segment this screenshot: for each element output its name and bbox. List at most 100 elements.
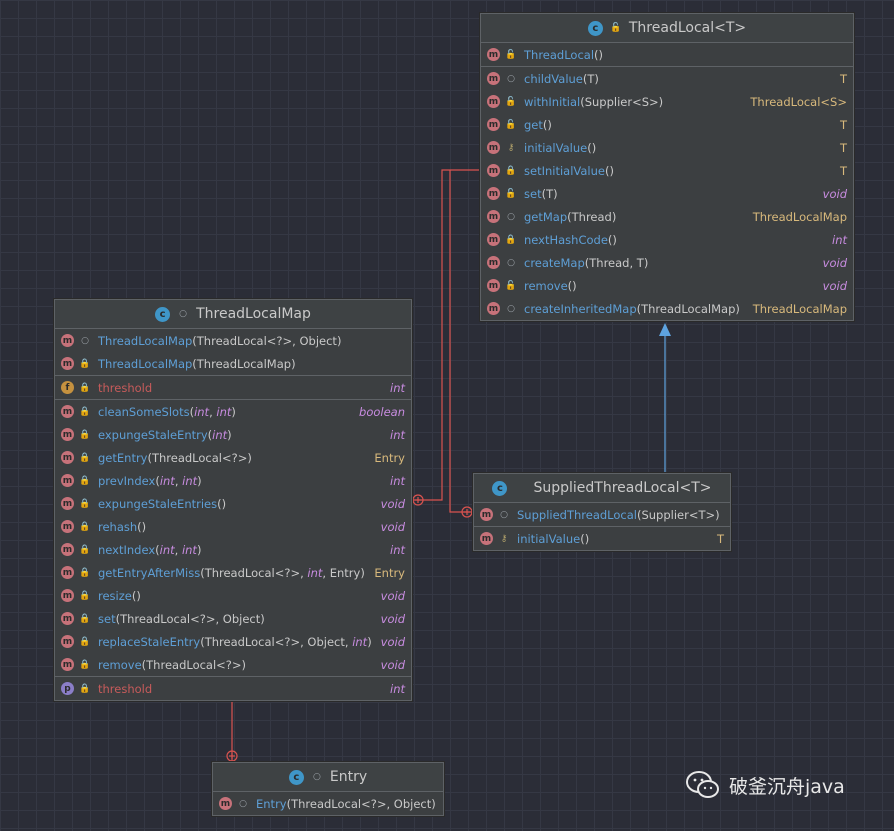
method-icon: m: [61, 451, 74, 464]
method-row-resize[interactable]: m🔒resize()void: [55, 584, 411, 607]
class-header[interactable]: c🔓ThreadLocal<T>: [481, 14, 853, 43]
method-row-remove[interactable]: m🔓remove()void: [481, 274, 853, 297]
return-type: int: [390, 473, 405, 488]
inheritance-arrowhead: [659, 323, 671, 336]
member-args: (ThreadLocalMap): [192, 356, 296, 371]
open-lock-icon: 🔓: [610, 23, 622, 33]
method-row-getmap[interactable]: m○getMap(Thread)ThreadLocalMap: [481, 205, 853, 228]
member-name: rehash: [98, 519, 138, 534]
method-row-replacestaleentry[interactable]: m🔒replaceStaleEntry(ThreadLocal<?>, Obje…: [55, 630, 411, 653]
member-name: createMap: [524, 255, 585, 270]
method-row-initialvalue[interactable]: m⚷initialValue()T: [474, 527, 730, 550]
return-type: void: [380, 519, 405, 534]
method-row-nexthashcode[interactable]: m🔒nextHashCode()int: [481, 228, 853, 251]
return-type: boolean: [359, 404, 405, 419]
member-args: (Supplier<T>): [636, 507, 720, 522]
return-type: void: [380, 611, 405, 626]
method-icon: m: [61, 357, 74, 370]
method-row-expungestaleentries[interactable]: m🔒expungeStaleEntries()void: [55, 492, 411, 515]
method-row-setinitialvalue[interactable]: m🔒setInitialValue()T: [481, 159, 853, 182]
return-type: void: [380, 588, 405, 603]
method-icon: m: [487, 187, 500, 200]
method-row-childvalue[interactable]: m○childValue(T)T: [481, 67, 853, 90]
member-section: m○ThreadLocalMap(ThreadLocal<?>, Object)…: [55, 329, 411, 376]
property-icon: p: [61, 682, 74, 695]
method-row-rehash[interactable]: m🔒rehash()void: [55, 515, 411, 538]
method-icon: m: [487, 141, 500, 154]
return-type: void: [380, 634, 405, 649]
method-icon: m: [487, 164, 500, 177]
method-row-getentryaftermiss[interactable]: m🔒getEntryAfterMiss(ThreadLocal<?>, int,…: [55, 561, 411, 584]
inner-class-marker: [226, 750, 238, 762]
return-type: T: [839, 140, 847, 155]
member-args: (int): [207, 427, 232, 442]
class-title: Entry: [329, 769, 368, 785]
package-dot-icon: ○: [500, 509, 508, 520]
return-type: void: [822, 278, 847, 293]
method-row-threadlocalmap[interactable]: m🔒ThreadLocalMap(ThreadLocalMap): [55, 352, 411, 375]
method-icon: m: [487, 48, 500, 61]
method-row-createinheritedmap[interactable]: m○createInheritedMap(ThreadLocalMap)Thre…: [481, 297, 853, 320]
method-row-nextindex[interactable]: m🔒nextIndex(int, int)int: [55, 538, 411, 561]
package-dot-icon: ○: [507, 303, 515, 314]
method-icon: m: [487, 256, 500, 269]
method-row-initialvalue[interactable]: m⚷initialValue()T: [481, 136, 853, 159]
class-title: ThreadLocalMap: [196, 306, 311, 322]
method-row-cleansomeslots[interactable]: m🔒cleanSomeSlots(int, int)boolean: [55, 400, 411, 423]
member-name: ThreadLocalMap: [98, 356, 193, 371]
return-type: void: [822, 186, 847, 201]
member-args: (int, int): [155, 542, 202, 557]
member-name: set: [98, 611, 116, 626]
field-icon: f: [61, 381, 74, 394]
member-name: ThreadLocalMap: [98, 333, 193, 348]
class-header[interactable]: c○Entry: [213, 763, 443, 792]
member-name: SuppliedThreadLocal: [517, 507, 637, 522]
method-row-getentry[interactable]: m🔒getEntry(ThreadLocal<?>)Entry: [55, 446, 411, 469]
lock-icon: 🔒: [79, 406, 91, 417]
lock-icon: 🔒: [505, 234, 517, 245]
member-name: getEntry: [98, 450, 148, 465]
class-header[interactable]: c○ThreadLocalMap: [55, 300, 411, 329]
return-type: int: [390, 380, 405, 395]
member-name: prevIndex: [98, 473, 156, 488]
method-row-remove[interactable]: m🔒remove(ThreadLocal<?>)void: [55, 653, 411, 676]
method-row-expungestaleentry[interactable]: m🔒expungeStaleEntry(int)int: [55, 423, 411, 446]
method-row-createmap[interactable]: m○createMap(Thread, T)void: [481, 251, 853, 274]
member-args: (): [131, 588, 141, 603]
member-section: m○Entry(ThreadLocal<?>, Object): [213, 792, 443, 815]
member-name: get: [524, 117, 543, 132]
method-row-threadlocalmap[interactable]: m○ThreadLocalMap(ThreadLocal<?>, Object): [55, 329, 411, 352]
method-icon: m: [487, 279, 500, 292]
method-row-get[interactable]: m🔓get()T: [481, 113, 853, 136]
lock-icon: 🔒: [79, 382, 91, 393]
member-name: threshold: [98, 681, 153, 696]
method-icon: m: [61, 497, 74, 510]
return-type: Entry: [374, 450, 405, 465]
class-box-threadlocal[interactable]: c🔓ThreadLocal<T>m🔓ThreadLocal()m○childVa…: [480, 13, 854, 321]
method-icon: m: [61, 405, 74, 418]
return-type: ThreadLocalMap: [752, 301, 847, 316]
method-row-withinitial[interactable]: m🔓withInitial(Supplier<S>)ThreadLocal<S>: [481, 90, 853, 113]
method-row-set[interactable]: m🔓set(T)void: [481, 182, 853, 205]
method-row-threadlocal[interactable]: m🔓ThreadLocal(): [481, 43, 853, 66]
method-row-entry[interactable]: m○Entry(ThreadLocal<?>, Object): [213, 792, 443, 815]
class-icon: c: [492, 480, 508, 496]
member-args: (): [587, 140, 597, 155]
method-row-set[interactable]: m🔒set(ThreadLocal<?>, Object)void: [55, 607, 411, 630]
member-args: (): [567, 278, 577, 293]
return-type: T: [839, 71, 847, 86]
member-section: m⚷initialValue()T: [474, 527, 730, 550]
watermark: 破釜沉舟java: [685, 770, 845, 800]
method-row-previndex[interactable]: m🔒prevIndex(int, int)int: [55, 469, 411, 492]
method-row-suppliedthreadlocal[interactable]: m○SuppliedThreadLocal(Supplier<T>): [474, 503, 730, 526]
open-lock-icon: 🔓: [505, 49, 517, 60]
member-args: (Thread): [567, 209, 617, 224]
